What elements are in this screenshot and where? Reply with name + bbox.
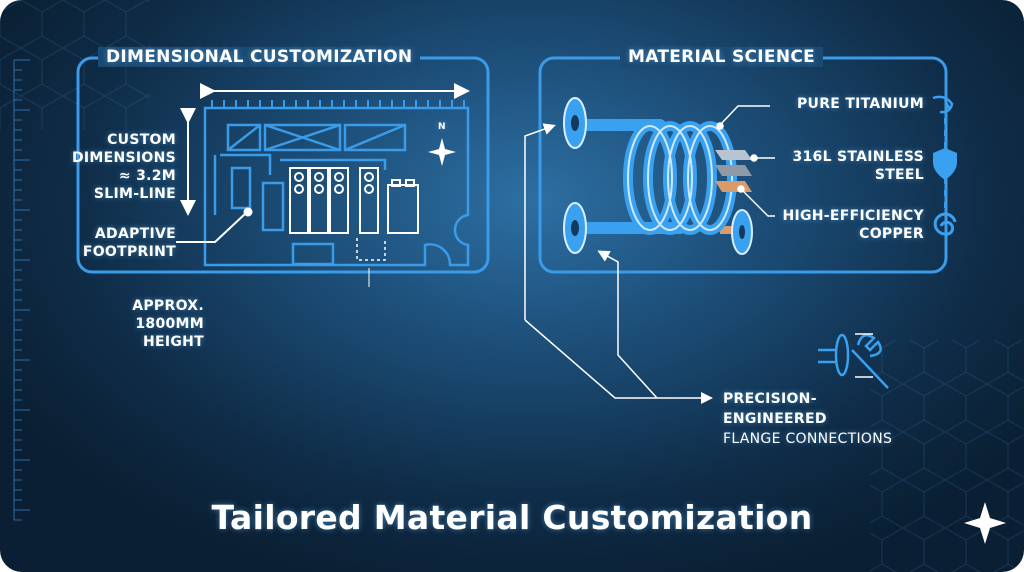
flange-line: PRECISION- [723, 391, 817, 407]
flange-line: ENGINEERED [723, 411, 827, 427]
floor-plan [203, 106, 470, 267]
height-line: HEIGHT [142, 334, 204, 350]
height-line: 1800MM [135, 316, 204, 332]
dims-line: CUSTOM [107, 132, 176, 148]
dims-line: ≈ 3.2M [118, 168, 176, 184]
dims-line: DIMENSIONS [71, 150, 176, 166]
flange-line: FLANGE CONNECTIONS [723, 431, 893, 447]
hex-pattern-bottom-right [870, 340, 1024, 572]
dimensional-title: DIMENSIONAL CUSTOMIZATION [98, 47, 421, 67]
steel-label: 316L STAINLESS STEEL [792, 148, 924, 184]
shrimp-icon [932, 95, 954, 114]
height-label: APPROX. 1800MM HEIGHT [132, 297, 204, 351]
compass-star-icon [428, 138, 456, 166]
material-title: MATERIAL SCIENCE [620, 47, 824, 67]
copper-line: COPPER [859, 226, 924, 242]
custom-dimensions-label: CUSTOM DIMENSIONS ≈ 3.2M SLIM-LINE [72, 131, 176, 203]
adaptive-footprint-label: ADAPTIVE FOOTPRINT [83, 225, 176, 261]
equipment-cabinets [289, 167, 419, 234]
footer-title: Tailored Material Customization [211, 498, 813, 537]
swirl-icon [933, 212, 957, 236]
titanium-label: PURE TITANIUM [796, 96, 924, 112]
callout-lines [524, 105, 775, 404]
copper-line: HIGH-EFFICIENCY [782, 208, 924, 224]
flange-wrench-icon [818, 333, 889, 389]
dims-line: SLIM-LINE [93, 186, 176, 202]
heat-exchanger-coil [563, 97, 753, 255]
flange-label: PRECISION- ENGINEERED FLANGE CONNECTIONS [723, 389, 892, 449]
footprint-line: FOOTPRINT [82, 244, 176, 260]
steel-line: 316L STAINLESS [792, 149, 924, 165]
footprint-line: ADAPTIVE [94, 226, 176, 242]
height-line: APPROX. [132, 298, 204, 314]
compass-north-label: N [438, 122, 446, 132]
dimension-arrows [176, 83, 470, 287]
sparkle-star-icon [964, 502, 1006, 544]
shield-icon [933, 148, 957, 180]
copper-label: HIGH-EFFICIENCY COPPER [782, 207, 924, 243]
steel-line: STEEL [874, 167, 924, 183]
